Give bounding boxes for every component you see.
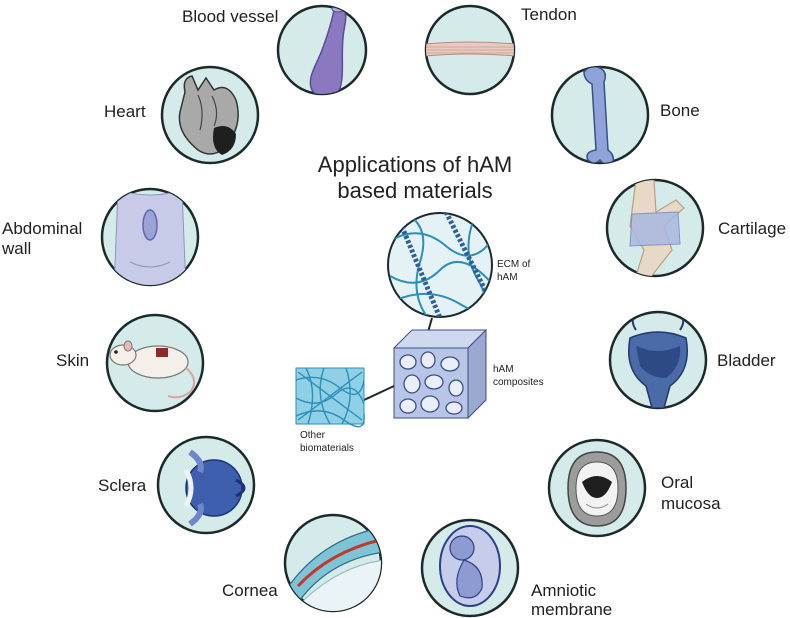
bladder-item: Bladder <box>608 310 776 410</box>
heart-icon <box>178 75 239 155</box>
cartilage-item: Cartilage <box>605 178 786 278</box>
tendon-label: Tendon <box>521 5 577 24</box>
title-line-1: Applications of hAM <box>318 152 512 177</box>
oral-mucosa-label-line-2: mucosa <box>661 494 721 513</box>
other-biomaterials: Other biomaterials <box>295 367 395 454</box>
oral-mucosa-label-line-1: Oral <box>661 473 693 492</box>
skin-label: Skin <box>56 351 89 370</box>
bone-icon <box>583 67 615 163</box>
other-label-line-1: Other <box>300 430 326 441</box>
eye-icon <box>183 449 246 527</box>
title-line-2: based materials <box>337 178 492 203</box>
cartilage-icon <box>629 180 685 276</box>
amniotic-membrane-label-line-2: membrane <box>531 600 612 618</box>
sclera-item: Sclera <box>98 435 256 535</box>
ham-composite-cube: hAM composites <box>392 328 544 420</box>
other-label-line-2: biomaterials <box>300 443 354 454</box>
tendon-icon <box>426 41 514 57</box>
abdominal-wall-item: Abdominal wall <box>1 187 200 287</box>
amniotic-membrane-label-line-1: Amniotic <box>531 581 597 600</box>
cornea-label: Cornea <box>222 581 278 600</box>
abdominal-wall-icon <box>113 189 187 285</box>
tendon-item: Tendon <box>424 4 577 96</box>
oral-mucosa-item: Oral mucosa <box>547 438 721 538</box>
heart-label: Heart <box>104 102 146 121</box>
rat-icon <box>109 340 196 399</box>
blood-vessel-label: Blood vessel <box>182 7 278 26</box>
cornea-item: Cornea <box>222 513 383 613</box>
blood-vessel-item: Blood vessel <box>182 4 368 96</box>
bladder-icon <box>628 312 688 408</box>
cornea-icon <box>285 527 381 611</box>
abdominal-wall-label-line-1: Abdominal <box>2 219 82 238</box>
ecm-label-line-1: ECM of <box>497 259 531 270</box>
abdominal-wall-label-line-2: wall <box>1 239 31 258</box>
bladder-label: Bladder <box>717 351 776 370</box>
sclera-label: Sclera <box>98 476 147 495</box>
mouth-icon <box>567 451 627 527</box>
fetus-icon <box>439 525 501 607</box>
ecm-label-line-2: hAM <box>497 272 518 283</box>
composites-label-line-2: composites <box>493 377 544 388</box>
composites-label-line-1: hAM <box>493 364 514 375</box>
bone-item: Bone <box>550 65 700 165</box>
amniotic-membrane-item: Amniotic membrane <box>420 518 612 618</box>
heart-item: Heart <box>104 65 260 165</box>
bone-label: Bone <box>660 101 700 120</box>
ecm-magnifier: ECM of hAM <box>387 212 531 347</box>
cartilage-label: Cartilage <box>718 219 786 238</box>
skin-item: Skin <box>56 313 205 413</box>
